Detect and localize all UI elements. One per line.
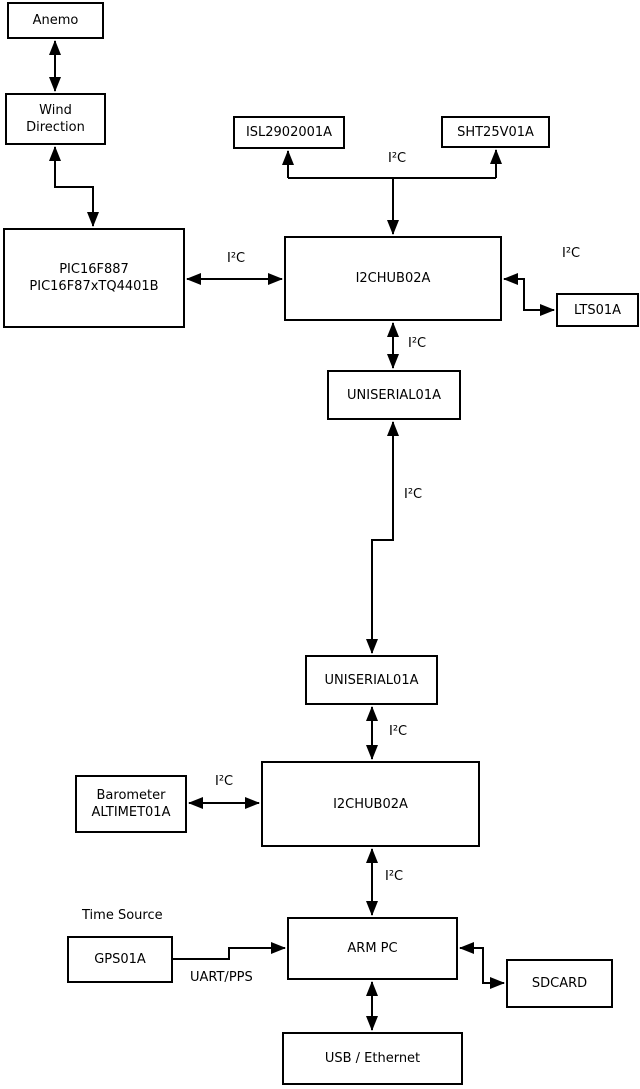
node-gps01a: GPS01A: [67, 936, 173, 983]
node-wind-direction-label-line2: Direction: [26, 120, 85, 135]
node-anemo: Anemo: [7, 2, 104, 39]
node-sdcard-label: SDCARD: [531, 976, 588, 991]
node-i2chub02a-top: I2CHUB02A: [284, 236, 502, 321]
edge-label-i2c-pic-hub1: I²C: [227, 251, 246, 266]
node-barometer-altimet01a: Barometer ALTIMET01A: [75, 775, 187, 833]
node-uniserial01a-bottom-label: UNISERIAL01A: [324, 672, 419, 688]
edge-label-i2c-hub1-uniserial1: I²C: [408, 336, 427, 351]
connector-hub1-lts: [503, 273, 555, 316]
connector-armpc-sdcard: [459, 942, 505, 989]
node-pic16f887-label-line1: PIC16F887: [59, 262, 129, 277]
node-anemo-label: Anemo: [32, 13, 79, 28]
node-usb-ethernet-label: USB / Ethernet: [324, 1051, 421, 1066]
node-i2chub02a-bottom: I2CHUB02A: [261, 761, 480, 847]
node-sht25v01a: SHT25V01A: [441, 116, 550, 148]
node-gps01a-label: GPS01A: [94, 952, 146, 967]
node-wind-direction: Wind Direction: [5, 93, 106, 145]
node-pic16f887: PIC16F887 PIC16F87xTQ4401B: [3, 228, 185, 328]
node-barometer-label-line1: Barometer: [96, 788, 166, 803]
node-lts01a-label: LTS01A: [573, 302, 622, 318]
edge-label-i2c-barometer-hub2: I²C: [215, 774, 234, 789]
edge-label-i2c-hub2-armpc: I²C: [385, 869, 404, 884]
node-sdcard: SDCARD: [506, 959, 613, 1008]
node-pic16f887-label-line2: PIC16F87xTQ4401B: [29, 279, 159, 294]
edge-label-i2c-sensor-bus: I²C: [388, 151, 407, 166]
edge-label-uart-pps: UART/PPS: [190, 970, 253, 985]
node-uniserial01a-top-label: UNISERIAL01A: [347, 387, 441, 403]
connector-uniserial1-uniserial2: [366, 421, 399, 654]
edge-label-i2c-uniserial2-hub2: I²C: [389, 724, 408, 739]
edge-label-i2c-hub1-lts: I²C: [562, 246, 581, 261]
node-i2chub02a-bottom-label: I2CHUB02A: [333, 796, 408, 812]
connector-wind-pic: [49, 146, 99, 227]
node-uniserial01a-bottom: UNISERIAL01A: [305, 655, 438, 705]
node-arm-pc-label: ARM PC: [347, 941, 398, 956]
connector-gps-armpc: [173, 942, 286, 960]
edge-label-i2c-uniserial-link: I²C: [404, 487, 423, 502]
node-usb-ethernet: USB / Ethernet: [282, 1032, 463, 1085]
node-arm-pc: ARM PC: [287, 917, 458, 980]
node-i2chub02a-top-label: I2CHUB02A: [355, 271, 431, 286]
node-uniserial01a-top: UNISERIAL01A: [327, 370, 461, 420]
node-lts01a: LTS01A: [556, 293, 639, 327]
node-sht25v01a-label: SHT25V01A: [457, 124, 534, 140]
node-isl2902001a-label: ISL2902001A: [245, 125, 333, 140]
node-isl2902001a: ISL2902001A: [233, 116, 345, 149]
annotation-time-source: Time Source: [82, 908, 163, 923]
node-barometer-label-line2: ALTIMET01A: [91, 805, 171, 820]
node-wind-direction-label-line1: Wind: [39, 103, 72, 118]
